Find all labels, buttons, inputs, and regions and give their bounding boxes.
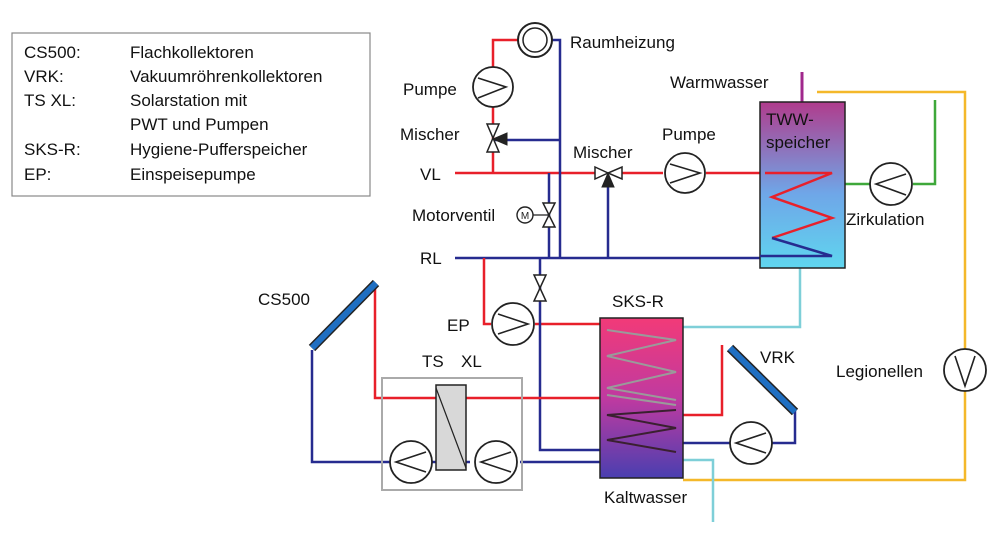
legend-abbr-tsxl: TS XL:: [24, 91, 76, 110]
radiator-icon: [517, 22, 553, 58]
mixer-left-icon: [485, 123, 508, 153]
legend-desc-vrk: Vakuumröhrenkollektoren: [130, 67, 322, 86]
label-kaltwasser: Kaltwasser: [604, 488, 687, 507]
label-pumpe-top: Pumpe: [403, 80, 457, 99]
solar-station-box: [381, 377, 523, 491]
tww-storage-tank: [759, 101, 846, 269]
dhw-pump-icon: [664, 152, 706, 194]
legend: CS500: Flachkollektoren VRK: Vakuumröhre…: [11, 32, 371, 197]
heating-return-pipe: [552, 38, 562, 258]
legionella-pump-icon: [943, 348, 987, 392]
label-xl: XL: [461, 352, 482, 371]
motor-symbol: M: [521, 211, 529, 222]
legend-abbr-vrk: VRK:: [24, 67, 64, 86]
sksr-storage-tank: [599, 317, 684, 479]
label-tww-line2: speicher: [766, 133, 831, 152]
label-tww-line1: TWW-: [766, 110, 814, 129]
cs500-return-pipe: [310, 350, 390, 464]
mixer-mid-icon: [594, 165, 623, 188]
legend-desc-ep: Einspeisepumpe: [130, 165, 256, 184]
sks-valve-icon: [532, 274, 548, 302]
label-ts: TS: [422, 352, 444, 371]
legionella-pipe: [683, 90, 967, 482]
heating-pump-icon: [472, 66, 514, 108]
label-mischer-left: Mischer: [400, 125, 460, 144]
label-cs500: CS500: [258, 290, 310, 309]
legend-desc-tsxl: Solarstation mit: [130, 91, 247, 110]
ep-pipe: [482, 258, 491, 326]
ts-pump-right-icon: [474, 440, 518, 484]
label-vrk: VRK: [760, 348, 796, 367]
motorvalve-icon: [516, 202, 557, 228]
label-legionellen: Legionellen: [836, 362, 923, 381]
vrk-return-pipe-2: [772, 410, 797, 445]
tube-collector-icon: [726, 344, 799, 416]
legend-desc-sksr: Hygiene-Pufferspeicher: [130, 140, 308, 159]
coldwater-pipe-in: [683, 458, 715, 522]
label-vl: VL: [420, 165, 441, 184]
legend-abbr-ep: EP:: [24, 165, 51, 184]
legend-abbr-sksr: SKS-R:: [24, 140, 81, 159]
ts-pump-left-icon: [389, 440, 433, 484]
label-mischer-mid: Mischer: [573, 143, 633, 162]
vrk-supply-pipe: [683, 345, 724, 417]
feed-pump-icon: [491, 302, 535, 346]
legend-abbr-cs500: CS500:: [24, 43, 81, 62]
label-motorventil: Motorventil: [412, 206, 495, 225]
circulation-pump-icon: [869, 162, 913, 206]
label-pumpe-mid: Pumpe: [662, 125, 716, 144]
label-rl: RL: [420, 249, 442, 268]
label-zirkulation: Zirkulation: [846, 210, 924, 229]
label-raumheizung: Raumheizung: [570, 33, 675, 52]
label-sksr: SKS-R: [612, 292, 664, 311]
vrk-pump-icon: [729, 421, 773, 465]
circulation-pipe-2: [913, 100, 937, 186]
coldwater-pipe-tww: [683, 268, 802, 329]
label-warmwasser: Warmwasser: [670, 73, 769, 92]
sks-return-pipe: [538, 258, 600, 452]
legend-desc-cs500: Flachkollektoren: [130, 43, 254, 62]
cs500-supply-pipe: [373, 285, 600, 400]
label-ep: EP: [447, 316, 470, 335]
flat-collector-icon: [308, 279, 380, 352]
legend-desc-tsxl-2: PWT und Pumpen: [130, 115, 269, 134]
